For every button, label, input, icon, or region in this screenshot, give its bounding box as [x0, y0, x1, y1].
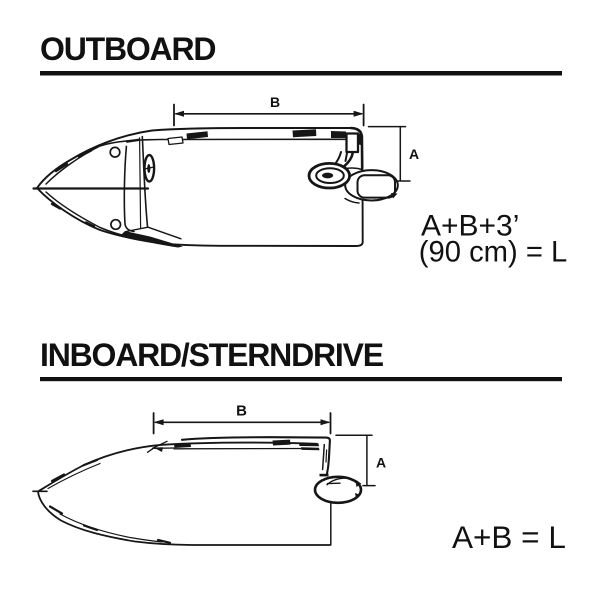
svg-text:A: A	[409, 146, 419, 162]
svg-text:INBOARD/STERNDRIVE: INBOARD/STERNDRIVE	[40, 337, 384, 373]
svg-text:A+B = L: A+B = L	[452, 519, 566, 555]
svg-text:(90 cm) = L: (90 cm) = L	[419, 236, 567, 268]
svg-text:OUTBOARD: OUTBOARD	[40, 31, 215, 67]
svg-text:A+B+3’: A+B+3’	[421, 209, 519, 242]
svg-text:B: B	[270, 94, 280, 110]
svg-text:B: B	[236, 403, 247, 420]
svg-text:A: A	[376, 455, 386, 471]
